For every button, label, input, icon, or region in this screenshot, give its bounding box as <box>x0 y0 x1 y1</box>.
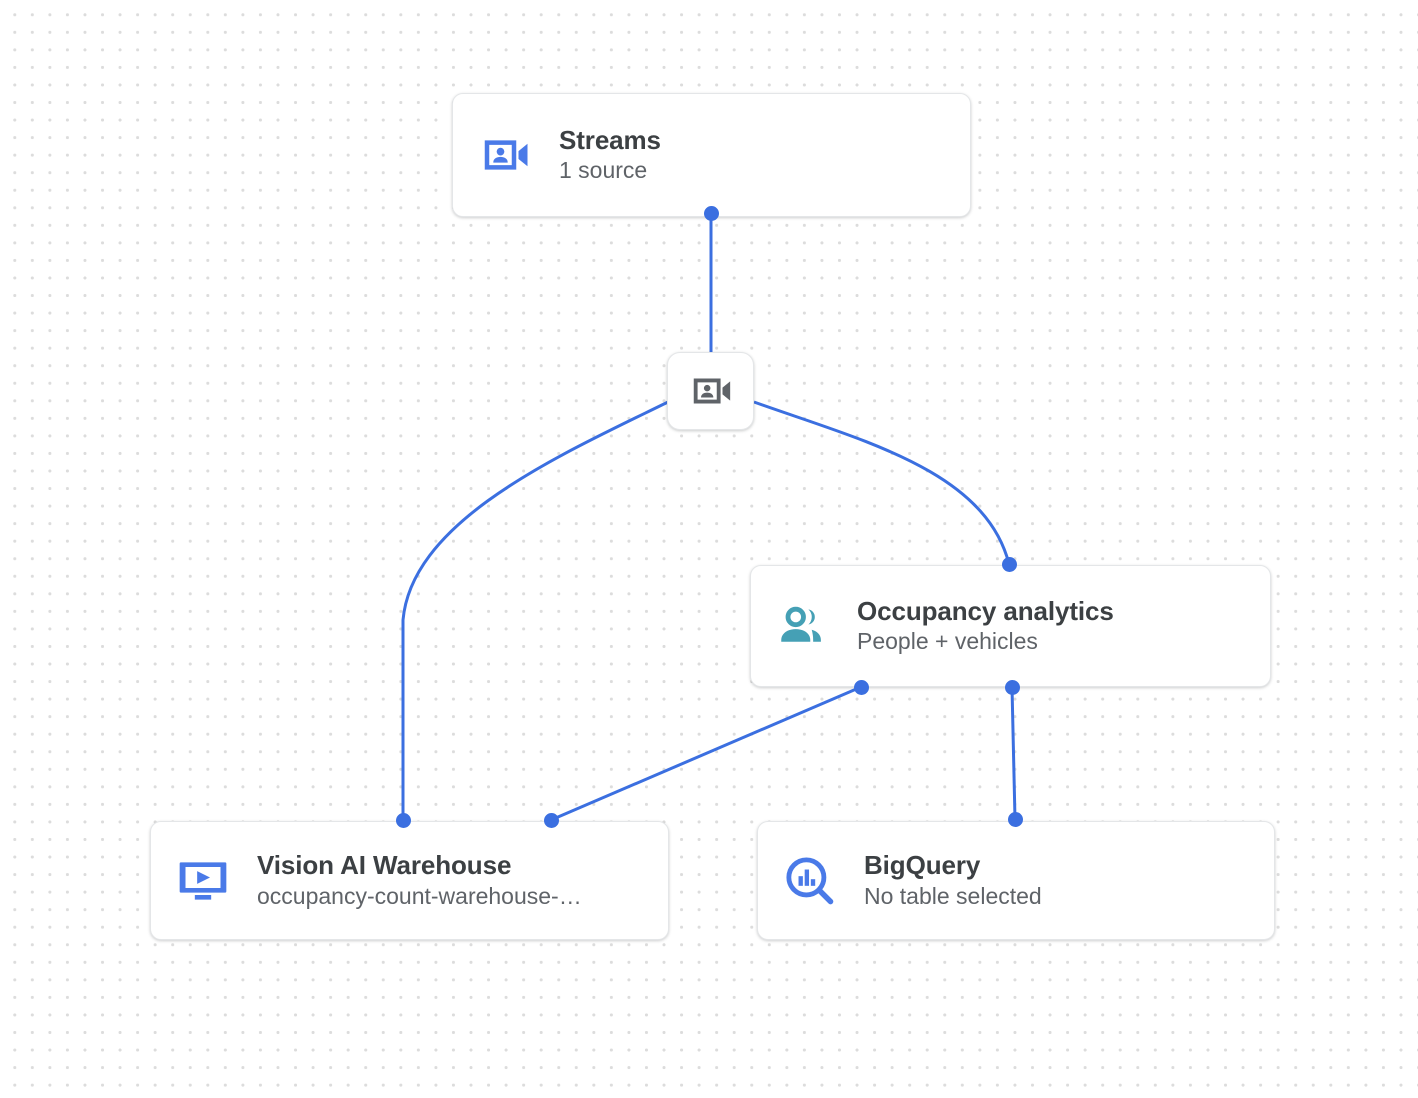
edge-occupancy-to-bigquery <box>1010 686 1017 820</box>
node-streams-title: Streams <box>559 124 661 155</box>
port-bigquery-input-top[interactable] <box>1007 811 1023 827</box>
node-streams[interactable]: Streams 1 source <box>452 93 971 217</box>
port-occupancy-output-right[interactable] <box>1004 679 1020 695</box>
node-streams-subtitle: 1 source <box>559 157 648 184</box>
node-warehouse-title: Vision AI Warehouse <box>257 850 512 881</box>
port-warehouse-input-right[interactable] <box>543 812 559 828</box>
node-bigquery-text: BigQuery No table selected <box>864 849 1042 912</box>
port-warehouse-input-left[interactable] <box>395 812 411 828</box>
monitor-play-icon <box>173 851 233 911</box>
bigquery-search-chart-icon <box>780 851 840 911</box>
node-occupancy-subtitle: People + vehicles <box>857 628 1038 655</box>
node-relay-stream[interactable] <box>667 352 754 430</box>
edge-relay-to-warehouse <box>401 400 669 820</box>
node-occupancy-analytics[interactable]: Occupancy analytics People + vehicles <box>750 565 1271 687</box>
edge-occupancy-to-warehouse <box>550 685 862 822</box>
edge-relay-to-occupancy <box>753 400 1011 565</box>
node-streams-text: Streams 1 source <box>559 124 661 187</box>
port-occupancy-input-top[interactable] <box>1001 556 1017 572</box>
people-icon <box>773 596 833 656</box>
node-warehouse-subtitle: occupancy-count-warehouse-… <box>257 882 582 909</box>
node-bigquery-title: BigQuery <box>864 850 981 881</box>
port-occupancy-output-left[interactable] <box>853 679 869 695</box>
node-bigquery-subtitle: No table selected <box>864 882 1042 909</box>
node-warehouse-text: Vision AI Warehouse occupancy-count-ware… <box>257 849 582 912</box>
video-camera-icon <box>693 378 730 404</box>
node-occupancy-title: Occupancy analytics <box>857 595 1114 626</box>
node-bigquery[interactable]: BigQuery No table selected <box>757 821 1275 940</box>
node-occupancy-text: Occupancy analytics People + vehicles <box>857 595 1114 658</box>
video-camera-icon <box>475 125 535 185</box>
node-vision-ai-warehouse[interactable]: Vision AI Warehouse occupancy-count-ware… <box>150 821 669 940</box>
port-streams-output[interactable] <box>703 205 719 221</box>
